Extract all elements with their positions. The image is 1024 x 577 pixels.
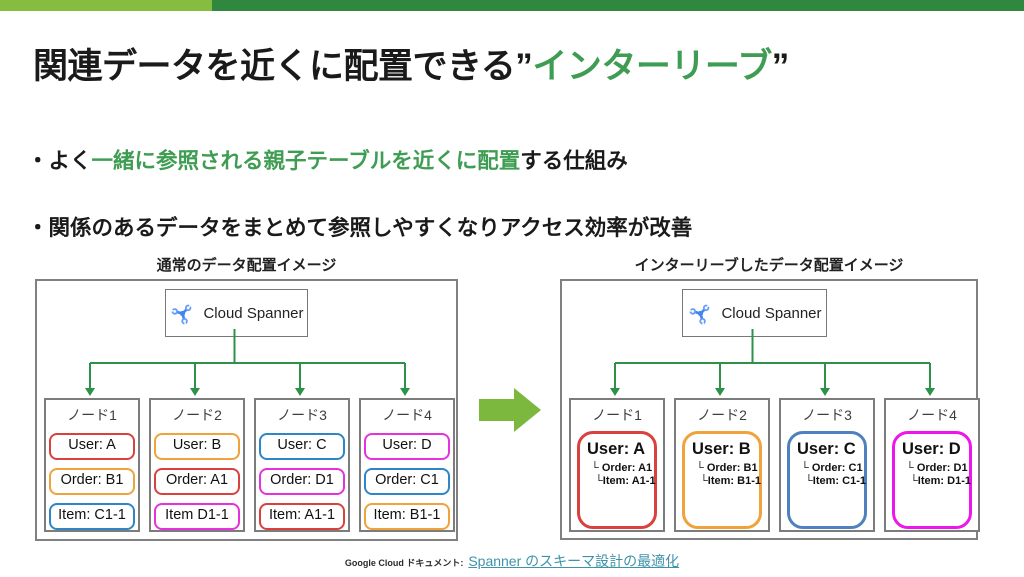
data-chip: Order: B1 (49, 468, 135, 495)
bullet-2: ・関係のあるデータをまとめて参照しやすくなりアクセス効率が改善 (27, 216, 693, 240)
page-title-highlight: インターリーブ (532, 47, 772, 86)
node-name: ノード2 (697, 407, 747, 423)
cloud-spanner-icon (171, 303, 193, 325)
data-chip: Order: D1 (259, 468, 345, 495)
left-diagram-panel: Cloud Spanner ノード1 User: A Order: B1 Ite… (35, 279, 458, 541)
node-name: ノード1 (592, 407, 642, 423)
page-title-black-1: 関連データを近くに配置できる” (33, 47, 533, 86)
left-node-4: ノード4 User: D Order: C1 Item: B1-1 (359, 398, 455, 532)
data-chip: User: A (49, 433, 135, 460)
data-chip: Item D1-1 (154, 503, 240, 530)
right-cloud-spanner-box: Cloud Spanner (682, 289, 827, 337)
node-name: ノード3 (802, 407, 852, 423)
interleaved-chip: User: B └ Order: B1 └Item: B1-1 (682, 431, 762, 529)
bullet-1-prefix: ・よく (27, 149, 92, 173)
order-row: └ Order: D1 (906, 462, 968, 474)
order-row: └ Order: C1 (801, 462, 863, 474)
bullet-1-suffix: する仕組み (520, 149, 628, 173)
item-row: └Item: A1-1 (595, 475, 656, 487)
topbar-accent-light (0, 0, 212, 11)
order-row: └ Order: A1 (591, 462, 653, 474)
left-node-2: ノード2 User: B Order: A1 Item D1-1 (149, 398, 245, 532)
left-node-3: ノード3 User: C Order: D1 Item: A1-1 (254, 398, 350, 532)
data-chip: User: B (154, 433, 240, 460)
interleaved-chip: User: D └ Order: D1 └Item: D1-1 (892, 431, 972, 529)
cloud-spanner-icon (689, 303, 711, 325)
page-title-black-2: ” (771, 47, 790, 86)
footer-citation: Google Cloud ドキュメント: Spanner のスキーマ設計の最適化 (0, 551, 1024, 571)
data-chip: Item: B1-1 (364, 503, 450, 530)
left-node-1: ノード1 User: A Order: B1 Item: C1-1 (44, 398, 140, 532)
interleaved-chip: User: C └ Order: C1 └Item: C1-1 (787, 431, 867, 529)
right-node-2: ノード2 User: B └ Order: B1 └Item: B1-1 (674, 398, 770, 532)
page-title: 関連データを近くに配置できる”インターリーブ” (33, 38, 789, 89)
bullet-1-highlight: 一緒に参照される親子テーブルを近くに配置 (91, 149, 521, 173)
right-diagram-title: インターリーブしたデータ配置イメージ (634, 257, 904, 274)
data-chip: Item: C1-1 (49, 503, 135, 530)
data-chip: User: C (259, 433, 345, 460)
interleaved-chip: User: A └ Order: A1 └Item: A1-1 (577, 431, 657, 529)
footer-source-label: Google Cloud ドキュメント: (344, 558, 464, 568)
data-chip: Item: A1-1 (259, 503, 345, 530)
right-node-1: ノード1 User: A └ Order: A1 └Item: A1-1 (569, 398, 665, 532)
user-row: User: D (902, 440, 961, 458)
data-chip: User: D (364, 433, 450, 460)
user-row: User: A (587, 440, 646, 458)
data-chip: Order: A1 (154, 468, 240, 495)
topbar-accent-dark (212, 0, 1024, 11)
item-row: └Item: C1-1 (805, 475, 866, 487)
transform-arrow-icon (479, 388, 541, 432)
bullet-1: ・よく一緒に参照される親子テーブルを近くに配置する仕組み (27, 144, 628, 175)
user-row: User: C (797, 440, 856, 458)
order-row: └ Order: B1 (696, 462, 758, 474)
item-row: └Item: B1-1 (700, 475, 761, 487)
data-chip: Order: C1 (364, 468, 450, 495)
left-diagram-title: 通常のデータ配置イメージ (156, 257, 337, 274)
node-name: ノード4 (907, 407, 957, 423)
left-cloud-spanner-label: Cloud Spanner (203, 304, 304, 322)
left-cloud-spanner-box: Cloud Spanner (165, 289, 308, 337)
right-diagram-panel: Cloud Spanner ノード1 User: A └ Order: A1 └… (560, 279, 980, 540)
node-name: ノード1 (67, 407, 117, 423)
node-name: ノード2 (172, 407, 222, 423)
item-row: └Item: D1-1 (910, 475, 971, 487)
user-row: User: B (692, 440, 751, 458)
footer-doc-link[interactable]: Spanner のスキーマ設計の最適化 (468, 553, 680, 569)
node-name: ノード3 (277, 407, 327, 423)
right-node-3: ノード3 User: C └ Order: C1 └Item: C1-1 (779, 398, 875, 532)
right-node-4: ノード4 User: D └ Order: D1 └Item: D1-1 (884, 398, 980, 532)
node-name: ノード4 (382, 407, 432, 423)
right-cloud-spanner-label: Cloud Spanner (721, 304, 822, 322)
